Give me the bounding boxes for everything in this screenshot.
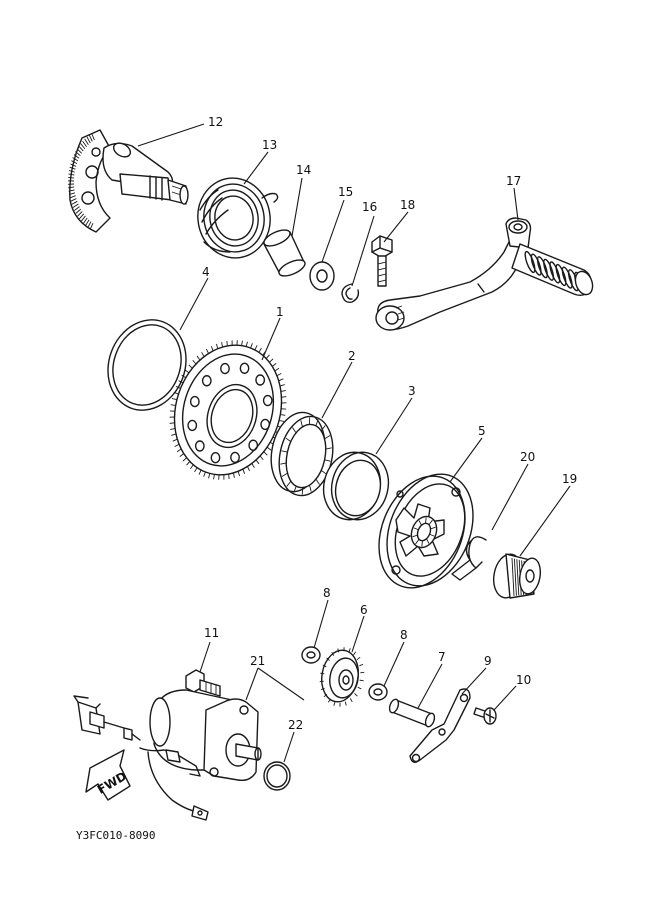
part-17-kick-crank bbox=[375, 217, 594, 331]
callout-2: 2 bbox=[348, 349, 356, 363]
part-2-one-way-clutch bbox=[270, 411, 334, 497]
callout-1: 1 bbox=[276, 305, 284, 319]
callout-17: 17 bbox=[506, 174, 521, 188]
callout-13: 13 bbox=[262, 138, 277, 152]
diagram-code: Y3FC010-8090 bbox=[76, 829, 155, 842]
callout-11: 11 bbox=[204, 626, 219, 640]
part-10-screw bbox=[473, 707, 497, 725]
part-20-spring bbox=[451, 536, 487, 581]
part-21-starter-motor bbox=[139, 689, 262, 821]
callout-19: 19 bbox=[562, 472, 577, 486]
fwd-direction-arrow: FWD bbox=[85, 749, 131, 801]
starter-lead-connector bbox=[73, 695, 141, 741]
callout-8-right: 8 bbox=[400, 628, 408, 642]
callout-15: 15 bbox=[338, 185, 353, 199]
callout-6: 6 bbox=[360, 603, 368, 617]
part-1-starter-wheel-gear bbox=[169, 340, 287, 480]
part-3-ring bbox=[322, 451, 390, 521]
part-11-bolt bbox=[185, 669, 221, 697]
part-12-kick-axle bbox=[67, 129, 189, 233]
callout-numbers: 12 13 14 15 16 18 17 4 1 2 3 5 20 19 8 6… bbox=[202, 115, 577, 732]
part-5-clutch-housing bbox=[378, 473, 474, 589]
callout-10: 10 bbox=[516, 673, 531, 687]
callout-9: 9 bbox=[484, 654, 492, 668]
callout-16: 16 bbox=[362, 200, 377, 214]
part-8-washer-right bbox=[368, 683, 388, 701]
part-19-drive-gear bbox=[492, 553, 542, 599]
part-7-shaft bbox=[388, 698, 436, 728]
callout-8-left: 8 bbox=[323, 586, 331, 600]
callout-20: 20 bbox=[520, 450, 535, 464]
part-18-bolt bbox=[371, 235, 393, 287]
callout-22: 22 bbox=[288, 718, 303, 732]
part-22-o-ring bbox=[263, 761, 291, 791]
part-14-collar bbox=[263, 229, 306, 277]
part-15-washer bbox=[309, 261, 335, 291]
leader-lines bbox=[137, 123, 571, 763]
callout-12: 12 bbox=[208, 115, 223, 129]
part-6-idler-gear bbox=[319, 647, 365, 707]
part-4-plate bbox=[107, 319, 187, 411]
callout-18: 18 bbox=[400, 198, 415, 212]
part-13-torsion-spring bbox=[197, 177, 279, 259]
callout-7: 7 bbox=[438, 650, 446, 664]
part-9-bracket-plate bbox=[409, 688, 471, 763]
callout-3: 3 bbox=[408, 384, 416, 398]
part-16-circlip bbox=[341, 283, 360, 304]
callout-5: 5 bbox=[478, 424, 486, 438]
callout-4: 4 bbox=[202, 265, 210, 279]
callout-14: 14 bbox=[296, 163, 311, 177]
part-8-washer-left bbox=[301, 646, 321, 664]
callout-21: 21 bbox=[250, 654, 265, 668]
